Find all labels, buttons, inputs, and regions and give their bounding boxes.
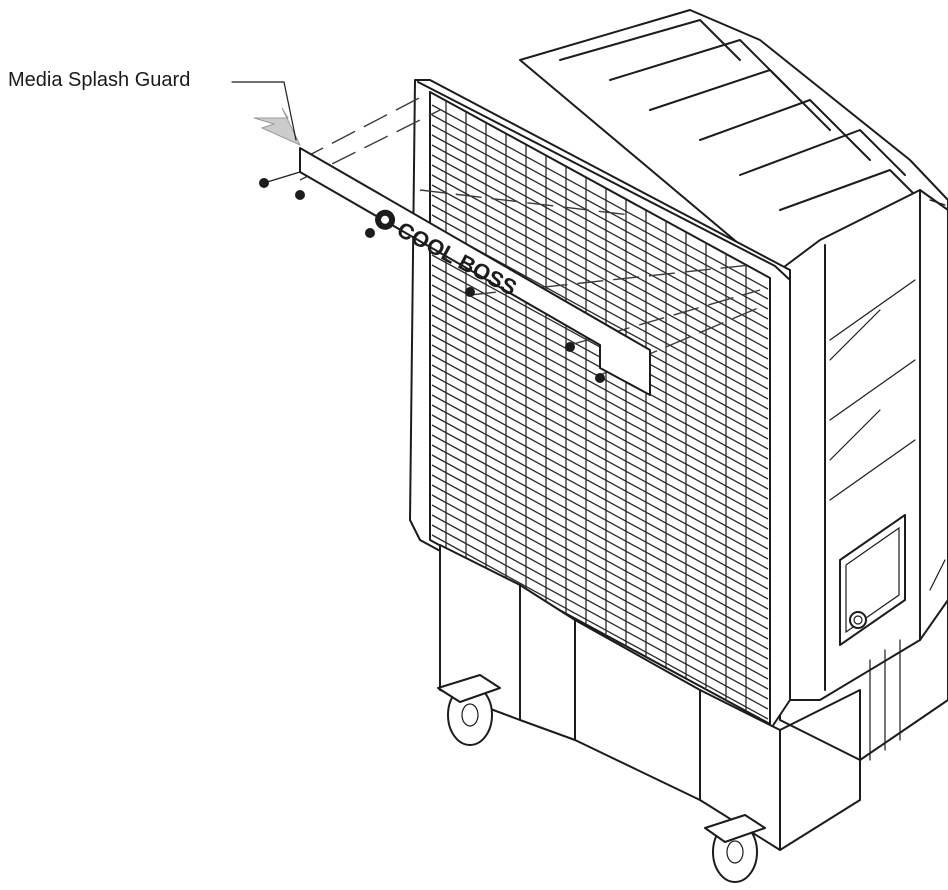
grille-slat bbox=[431, 104, 769, 290]
grille-slat bbox=[431, 294, 769, 480]
grille-slat bbox=[431, 364, 769, 550]
down-right-arrow-icon bbox=[231, 81, 302, 147]
grille-slat bbox=[431, 114, 769, 300]
grille-slat bbox=[431, 484, 769, 670]
cooler-side-panel bbox=[779, 189, 948, 701]
grille-slat bbox=[431, 474, 769, 660]
grille-slat bbox=[431, 464, 769, 650]
grille-slat bbox=[431, 194, 769, 380]
screw-icon bbox=[595, 373, 605, 383]
screw-icon bbox=[565, 342, 575, 352]
grille-slat bbox=[431, 444, 769, 630]
grille-slat bbox=[431, 134, 769, 320]
grille-slat bbox=[431, 124, 769, 310]
grille-slat bbox=[431, 414, 769, 600]
grille-slat bbox=[431, 454, 769, 640]
cooler-base bbox=[439, 544, 901, 851]
grille-slat bbox=[431, 184, 769, 370]
grille-slat bbox=[431, 304, 769, 490]
grille-slat bbox=[431, 514, 769, 700]
caster-wheel-icon bbox=[437, 674, 501, 746]
grille-slat bbox=[431, 504, 769, 690]
screw-icon bbox=[259, 171, 301, 188]
grille-slat bbox=[431, 324, 769, 510]
grille-slat bbox=[431, 394, 769, 580]
grille-slat bbox=[431, 524, 769, 710]
screw-icon bbox=[465, 287, 475, 297]
grille-slat bbox=[431, 404, 769, 590]
grille-slat bbox=[431, 164, 769, 350]
grille-slat bbox=[431, 334, 769, 520]
grille-slat bbox=[431, 314, 769, 500]
grille-slat bbox=[431, 154, 769, 340]
cooler-front-frame bbox=[409, 79, 791, 731]
callout-label: Media Splash Guard bbox=[8, 69, 191, 91]
caster-wheel-icon bbox=[704, 814, 766, 883]
grille-slat bbox=[431, 204, 769, 390]
grille-slat bbox=[431, 384, 769, 570]
grille-slat bbox=[431, 144, 769, 330]
grille-slat bbox=[431, 354, 769, 540]
grille-slat bbox=[431, 424, 769, 610]
drain-plug-icon bbox=[849, 611, 867, 629]
grille-slat bbox=[431, 374, 769, 560]
screw-icon bbox=[365, 228, 375, 238]
grille-slat bbox=[431, 534, 769, 720]
grille-slat bbox=[431, 494, 769, 680]
grille-slat bbox=[431, 434, 769, 620]
grille-slat bbox=[431, 174, 769, 360]
grille-slat bbox=[431, 214, 769, 400]
screw-icon bbox=[295, 190, 305, 200]
grille-slat bbox=[431, 344, 769, 530]
